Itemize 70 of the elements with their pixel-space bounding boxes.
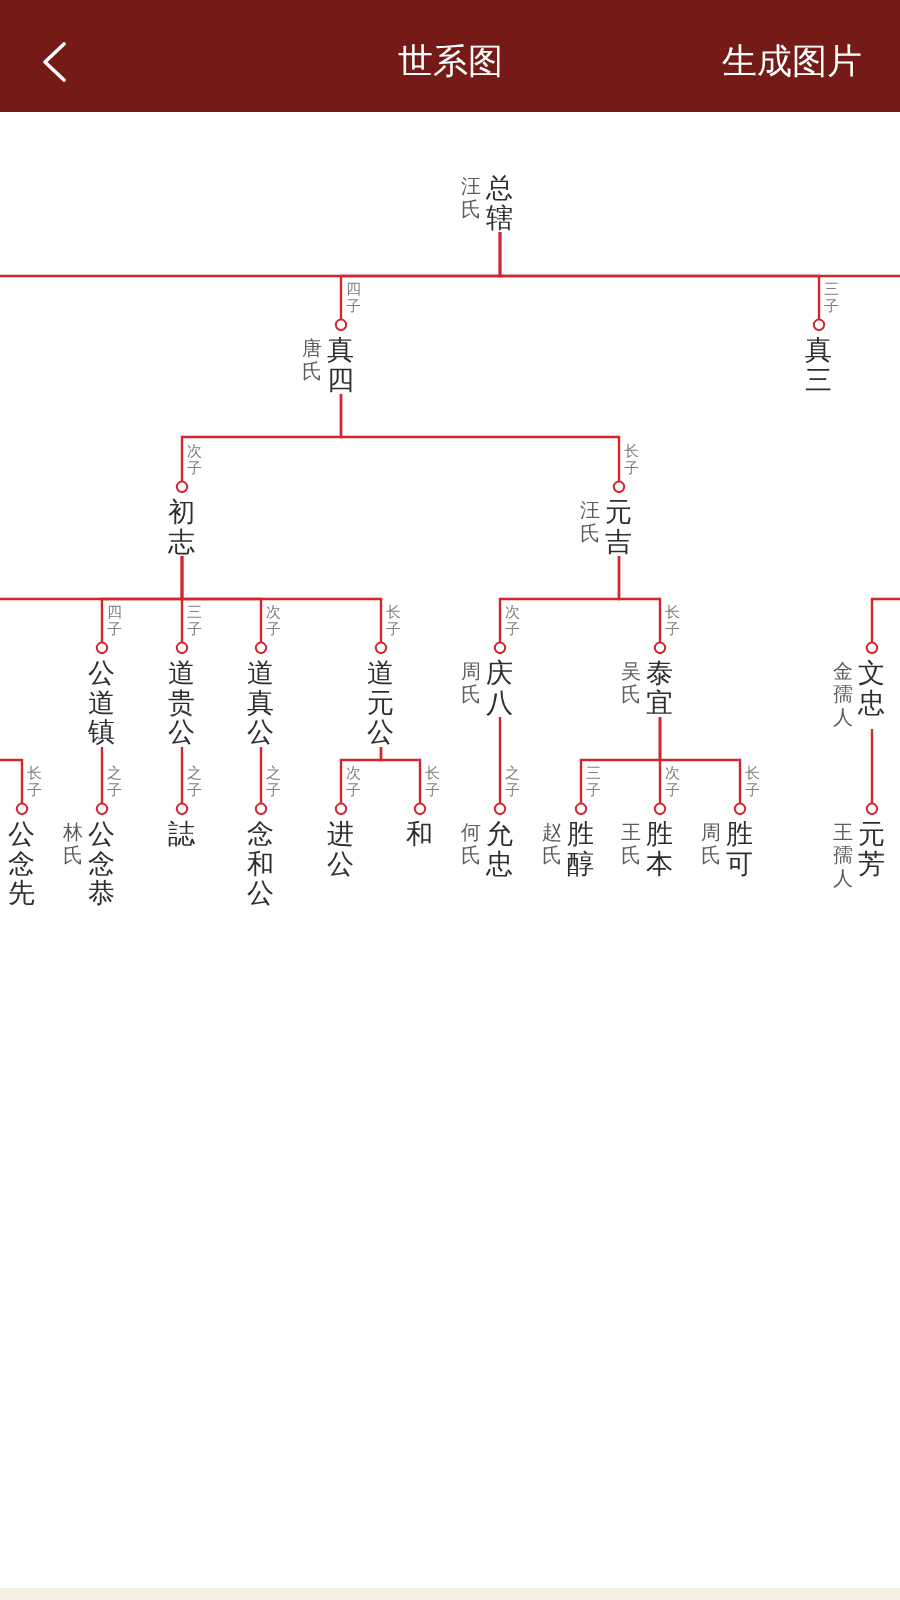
spouse-name: 王氏 [620,821,642,867]
branch-line [379,747,427,815]
edge-label: 次子 [664,765,681,798]
branch-line [498,232,900,278]
edge-label: 之子 [186,765,203,798]
spouse-name: 汪氏 [579,499,601,545]
person-name: 道真公 [246,658,276,748]
edge-label: 之子 [504,765,521,798]
spouse-name: 汪氏 [460,175,482,221]
branch-line [658,717,747,815]
person-name: 公念先 [7,819,37,909]
page-title: 世系图 [397,40,503,82]
spouse-name: 金孺人 [832,660,854,729]
branch-line [865,729,879,815]
person-name: 总辖 [485,173,515,233]
person-name: 胜可 [725,819,755,879]
person-name: 初志 [167,497,197,557]
edge-label: 长子 [424,765,441,798]
branch-line [254,747,268,815]
edge-label: 三子 [585,765,602,798]
person-name: 真三 [804,335,834,395]
branch-line [493,717,507,815]
edge-label: 次子 [345,765,362,798]
edge-label: 四子 [345,281,362,314]
person-name: 公念恭 [87,819,117,909]
spouse-name: 赵氏 [541,821,563,867]
edge-label: 四子 [106,604,123,637]
person-name: 真四 [326,335,356,395]
spouse-name: 王孺人 [832,821,854,890]
spouse-name: 周氏 [700,821,722,867]
person-name: 胜醇 [566,819,596,879]
person-name: 元芳 [857,819,887,879]
edge-label: 三子 [186,604,203,637]
edge-label: 长子 [664,604,681,637]
edge-label: 长子 [385,604,402,637]
edge-label: 长子 [26,765,43,798]
branch-line [617,556,667,654]
generate-image-button: 生成图片 [722,40,862,82]
edge-label: 次子 [265,604,282,637]
person-name: 道元公 [366,658,396,748]
edge-label: 次子 [186,443,203,476]
person-name: 进公 [326,819,356,879]
branch-line [865,597,900,654]
person-name: 庆八 [485,658,515,718]
person-name: 泰宜 [645,658,675,718]
spouse-name: 周氏 [460,660,482,706]
branch-line [339,394,626,493]
edge-label: 之子 [106,765,123,798]
edge-label: 长子 [623,443,640,476]
person-name: 胜本 [645,819,675,879]
branch-line [175,747,189,815]
edge-label: 次子 [504,604,521,637]
edge-label: 三子 [823,281,840,314]
branch-line [180,556,388,654]
spouse-name: 林氏 [62,821,84,867]
spouse-name: 唐氏 [301,337,323,383]
person-name: 誌 [167,819,197,849]
branch-line [95,747,109,815]
edge-label: 之子 [265,765,282,798]
person-name: 元吉 [604,497,634,557]
person-name: 道贵公 [167,658,197,748]
person-name: 文忠 [857,658,887,718]
spouse-name: 何氏 [460,821,482,867]
branch-line [0,758,29,815]
person-name: 公道镇 [87,658,117,748]
spouse-name: 吴氏 [620,660,642,706]
edge-label: 长子 [744,765,761,798]
person-name: 和 [405,819,435,849]
person-name: 允忠 [485,819,515,879]
person-name: 念和公 [246,819,276,909]
